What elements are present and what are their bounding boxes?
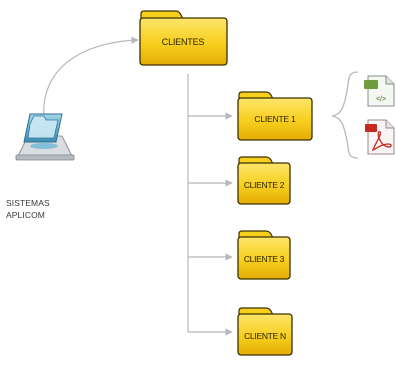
folder-icon [237,307,293,356]
folder-icon [237,230,291,280]
client-folder: CLIENTE N [237,307,293,356]
client-folder-label: CLIENTE 3 [244,254,285,264]
source-to-root-connector [43,36,139,119]
source-label: SISTEMAS APLICOM [6,197,76,221]
client-folder-label: CLIENTE 1 [254,114,296,124]
file-group-brace [330,71,359,159]
svg-text:</>: </> [376,96,386,103]
client-folder: CLIENTE 2 [237,156,291,205]
client-folder: CLIENTE 1 [237,91,313,141]
source-label-line2: APLICOM [6,210,45,220]
tree-connectors [187,74,233,336]
folder-icon [237,156,291,205]
root-folder-label: CLIENTES [162,37,205,47]
pdf-file-icon [365,119,395,155]
folder-icon [237,91,313,141]
client-folder-label: CLIENTE 2 [244,180,285,190]
client-folder-label: CLIENTE N [244,331,286,341]
root-folder: CLIENTES [139,10,228,66]
client-folder: CLIENTE 3 [237,230,291,280]
source-label-line1: SISTEMAS [6,198,50,208]
xml-file-icon: </> [364,75,395,107]
network-folder-icon [15,113,75,161]
folder-icon [139,10,228,66]
